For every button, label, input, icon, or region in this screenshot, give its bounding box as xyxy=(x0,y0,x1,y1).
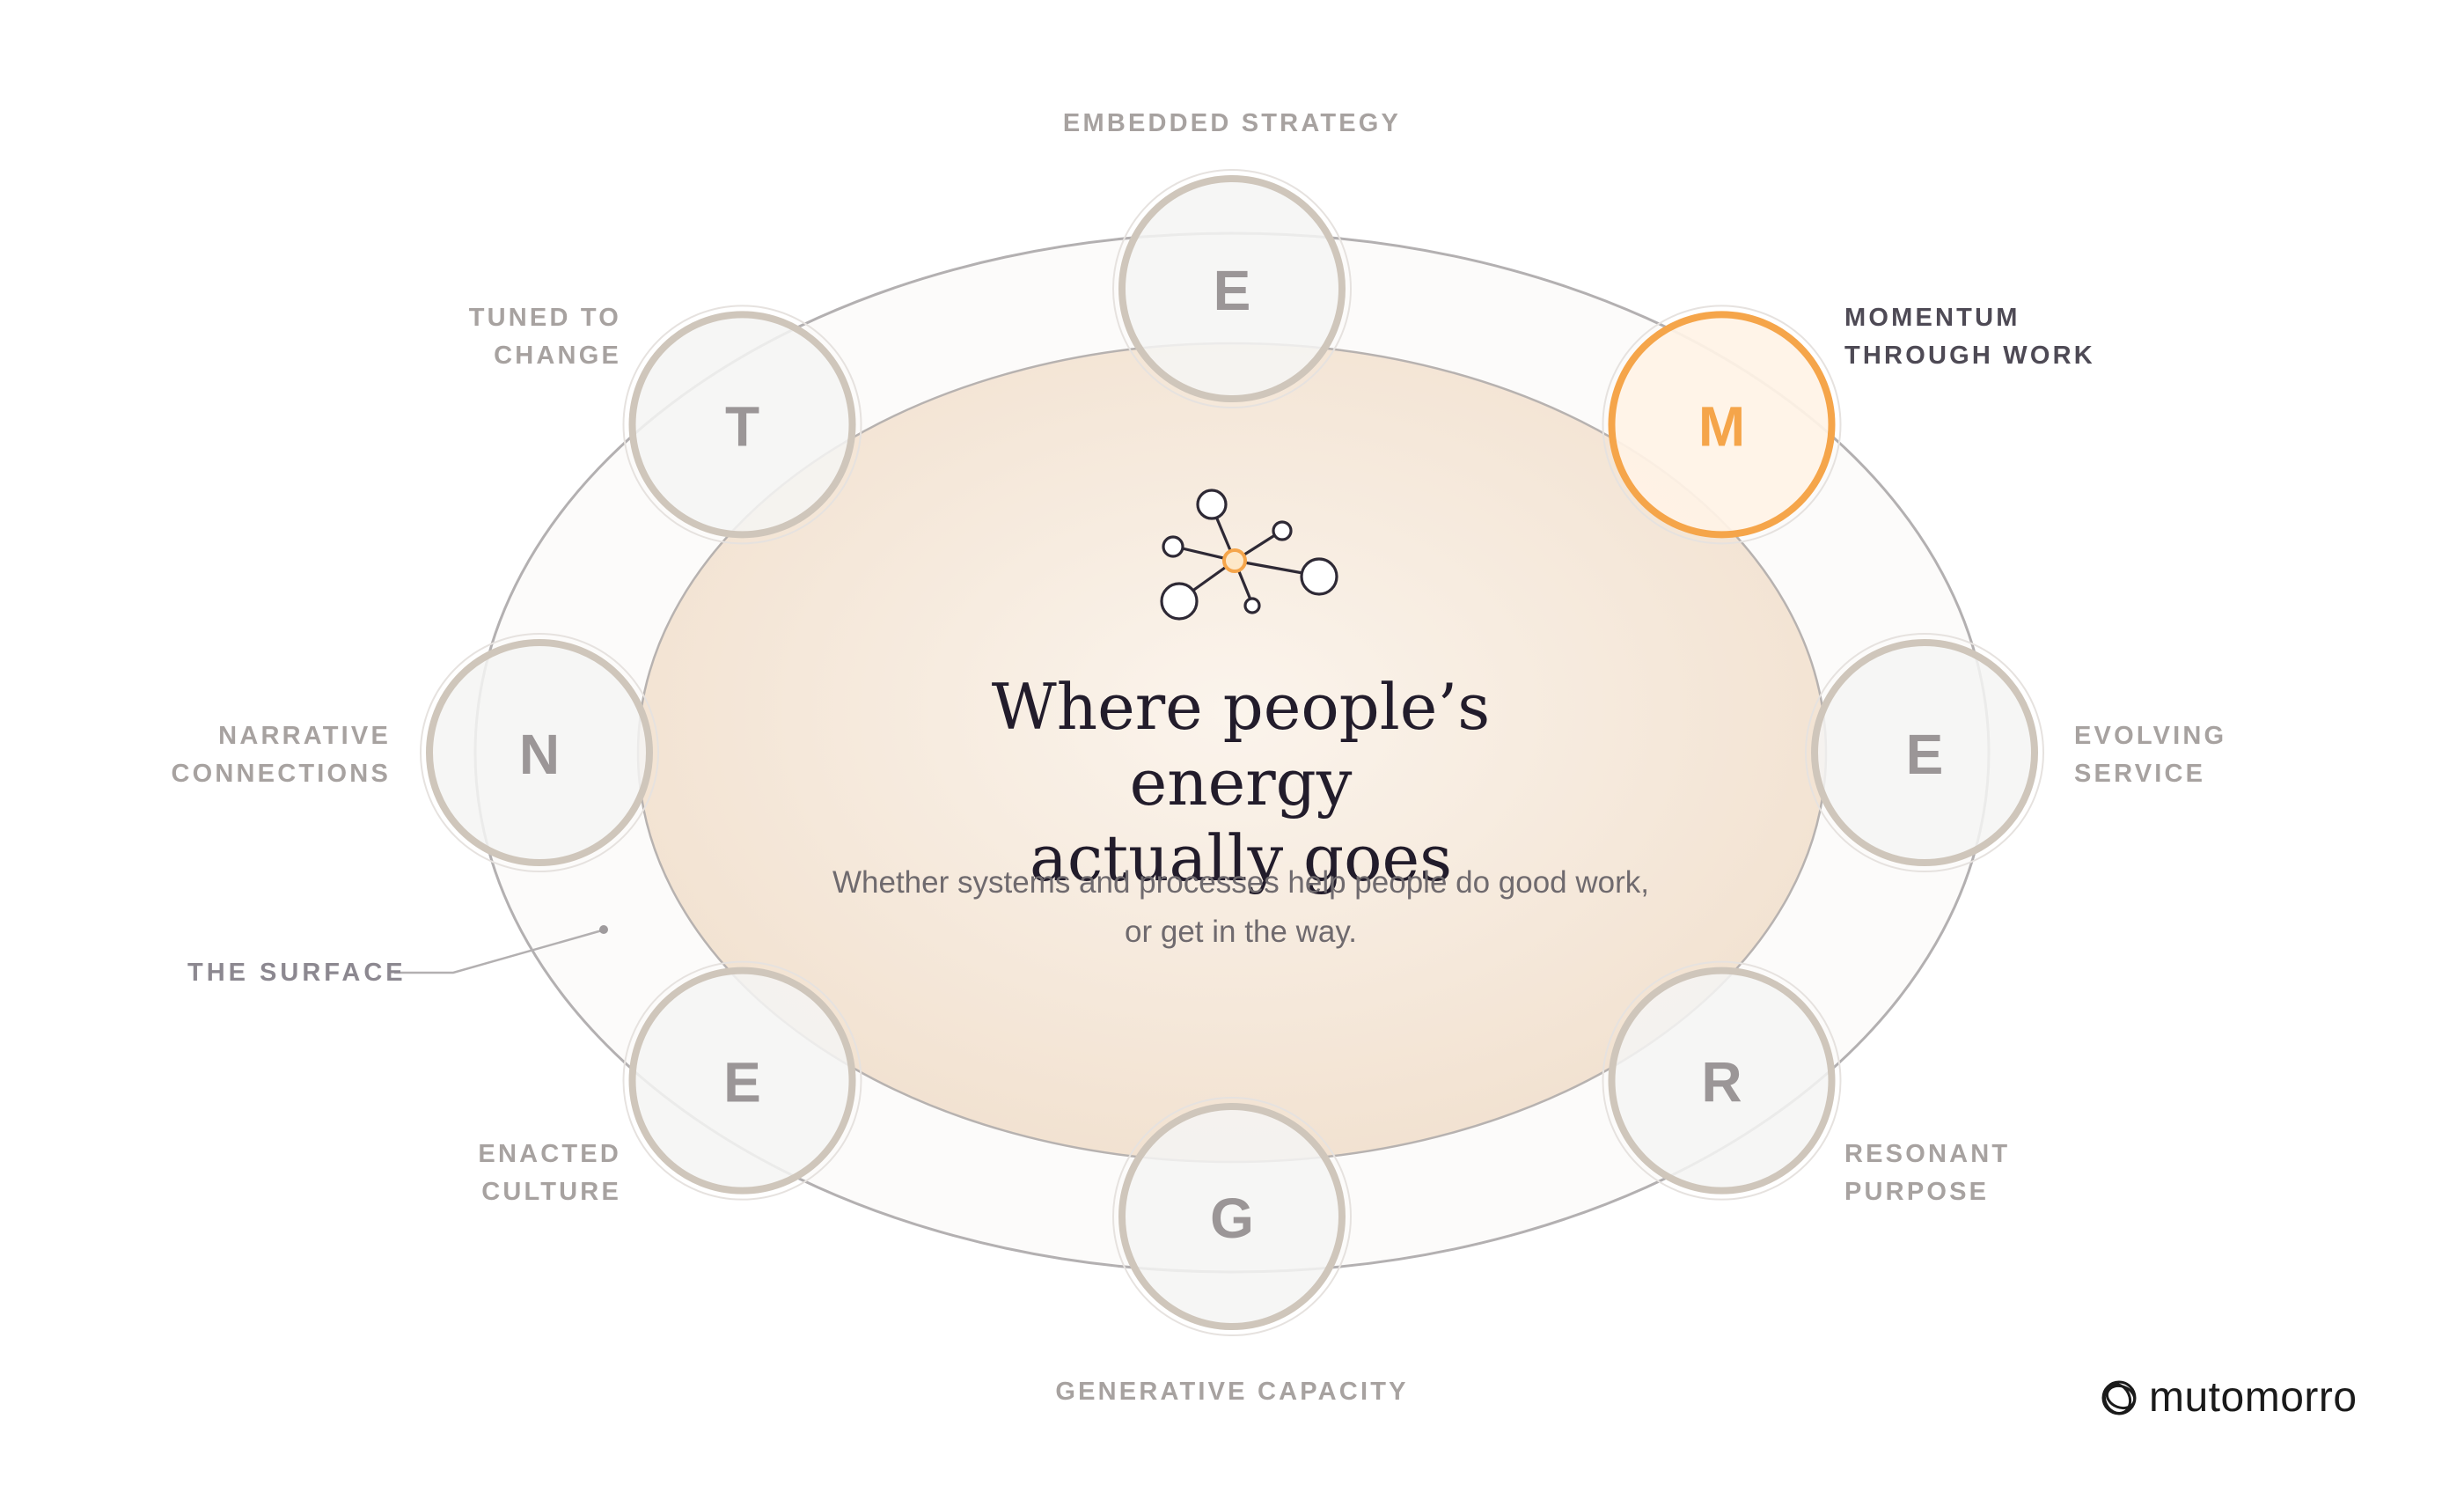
label-evolving-service: EVOLVING SERVICE xyxy=(2074,722,2227,788)
diagram-title: Where people’s energy actually goes xyxy=(991,670,1491,895)
node-circle xyxy=(628,967,856,1195)
node-halo xyxy=(622,960,862,1201)
node-letter: M xyxy=(1698,394,1745,458)
node-circle xyxy=(426,639,653,866)
node-circle xyxy=(1811,639,2038,866)
node-7-n: N xyxy=(420,633,659,872)
label-momentum-through-work: MOMENTUM THROUGH WORK xyxy=(1844,304,2095,370)
diagram-subtitle: Whether systems and processes help peopl… xyxy=(832,865,1649,949)
node-halo xyxy=(420,633,659,872)
label-generative-capacity: GENERATIVE CAPACITY xyxy=(1055,1378,1409,1406)
node-1-e: E xyxy=(1112,169,1352,408)
label-resonant-purpose: RESONANT PURPOSE xyxy=(1844,1140,2011,1206)
node-letter: E xyxy=(1906,723,1944,786)
label-narrative-connections: NARRATIVE CONNECTIONS xyxy=(171,722,391,788)
node-circle xyxy=(1608,967,1836,1195)
node-letter: R xyxy=(1701,1051,1742,1114)
node-halo xyxy=(1805,633,2044,872)
brand-name: mutomorro xyxy=(2149,1374,2358,1421)
surface-pointer-line xyxy=(394,929,603,974)
node-halo xyxy=(1602,305,1842,545)
node-halo xyxy=(1112,169,1352,408)
nodes-layer: E M E R G E N T xyxy=(420,169,2044,1336)
mutomorro-logo-icon xyxy=(2101,1380,2137,1415)
node-3-e: E xyxy=(1805,633,2044,872)
node-letter: E xyxy=(1214,259,1251,322)
node-5-g: G xyxy=(1112,1097,1352,1336)
node-halo xyxy=(622,305,862,545)
label-enacted-culture: ENACTED CULTURE xyxy=(478,1140,621,1206)
node-circle xyxy=(1608,311,1836,539)
node-2-m: M xyxy=(1602,305,1842,545)
label-the-surface: THE SURFACE xyxy=(187,959,407,987)
node-halo xyxy=(1602,960,1842,1201)
node-circle xyxy=(1118,175,1346,402)
node-6-e: E xyxy=(622,960,862,1201)
node-letter: T xyxy=(725,394,759,458)
node-halo xyxy=(1112,1097,1352,1336)
node-letter: E xyxy=(723,1051,761,1114)
label-embedded-strategy: EMBEDDED STRATEGY xyxy=(1062,109,1402,137)
brand-logo: mutomorro xyxy=(2098,1373,2358,1422)
node-8-t: T xyxy=(622,305,862,545)
node-circle xyxy=(1118,1103,1346,1330)
network-nodes-icon xyxy=(1160,489,1338,621)
node-circle xyxy=(628,311,856,539)
surface-pointer-dot xyxy=(599,925,608,934)
node-letter: G xyxy=(1210,1187,1254,1250)
node-4-r: R xyxy=(1602,960,1842,1201)
label-tuned-to-change: TUNED TO CHANGE xyxy=(468,304,621,370)
node-letter: N xyxy=(519,723,560,786)
